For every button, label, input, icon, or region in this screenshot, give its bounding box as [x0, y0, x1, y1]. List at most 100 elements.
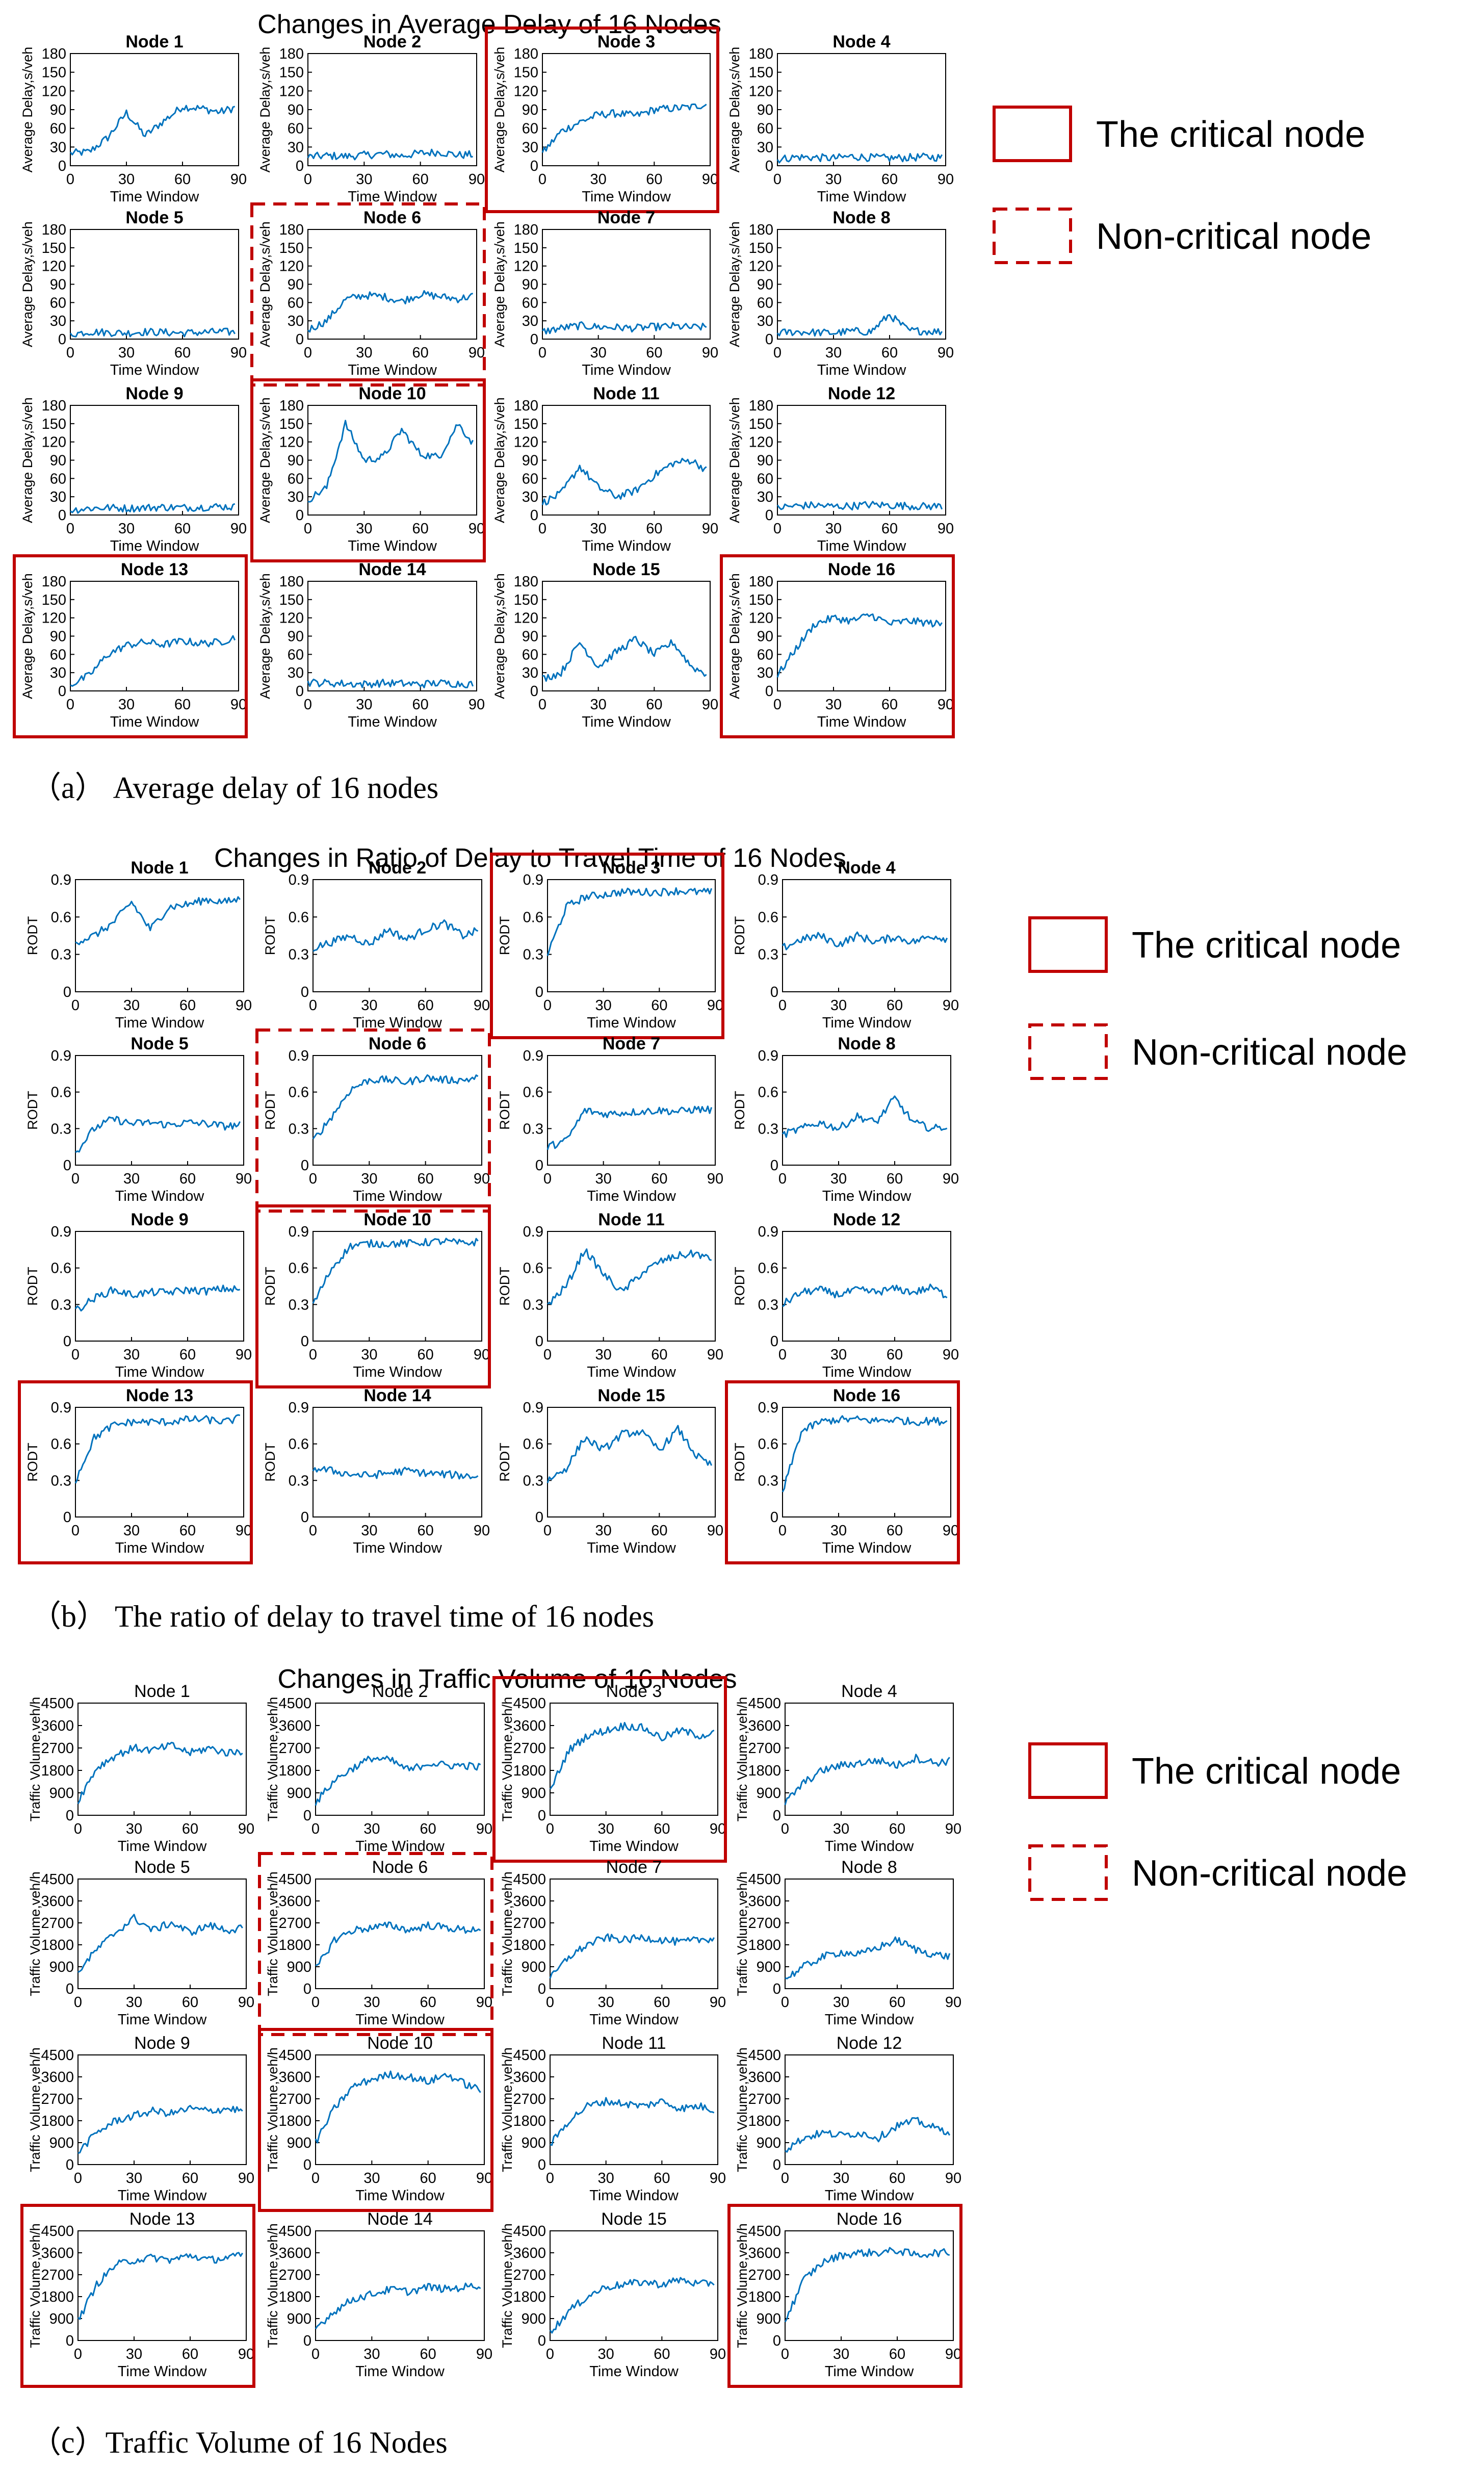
x-tick-label: 90: [476, 1994, 492, 2011]
y-tick-label: 4500: [41, 2223, 74, 2240]
y-tick-label: 150: [42, 240, 66, 256]
x-axis-label: Time Window: [115, 1188, 205, 1204]
x-tick-label: 30: [595, 1523, 612, 1539]
y-axis-label: Traffic Volume,veh/h: [500, 1697, 515, 1822]
x-tick-label: 0: [74, 1821, 82, 1837]
x-tick-label: 60: [654, 2170, 670, 2186]
subplot-title: Node 14: [363, 1386, 431, 1405]
x-tick-label: 60: [654, 2346, 670, 2362]
y-tick-label: 60: [50, 295, 66, 311]
x-tick-label: 30: [830, 1171, 847, 1187]
x-axis-label: Time Window: [348, 189, 437, 205]
y-tick-label: 1800: [748, 1937, 781, 1953]
legend-noncritical-swatch: [1028, 1023, 1108, 1080]
subplot-title: Node 11: [593, 384, 659, 403]
x-axis-label: Time Window: [817, 714, 907, 730]
x-axis-label: Time Window: [822, 1015, 912, 1031]
x-tick-label: 30: [123, 1523, 140, 1539]
x-tick-label: 0: [309, 1171, 317, 1187]
legend-critical-swatch: [1028, 1742, 1108, 1799]
axes-box: [542, 581, 711, 691]
y-tick-label: 0.9: [758, 872, 778, 888]
y-tick-label: 0.3: [758, 947, 778, 963]
y-tick-label: 0.6: [523, 1085, 543, 1101]
y-tick-label: 1800: [748, 2289, 781, 2305]
y-tick-label: 4500: [513, 1871, 546, 1888]
x-tick-label: 0: [71, 997, 80, 1014]
y-tick-label: 1800: [278, 2113, 311, 2129]
series-line: [75, 896, 241, 945]
axes-box: [542, 229, 711, 340]
x-axis-label: Time Window: [817, 189, 907, 205]
x-tick-label: 30: [830, 1347, 847, 1363]
series-line: [784, 1754, 950, 1806]
y-tick-label: 60: [50, 647, 66, 663]
axes-box: [313, 1055, 482, 1166]
x-tick-label: 90: [238, 2170, 254, 2186]
y-tick-label: 150: [42, 416, 66, 432]
y-tick-label: 0: [63, 1509, 71, 1526]
x-tick-label: 90: [938, 521, 954, 537]
x-tick-label: 0: [781, 1821, 789, 1837]
x-tick-label: 90: [476, 2170, 492, 2186]
y-axis-label: Average Delay,s/veh: [727, 47, 742, 173]
critical-node-frame: [20, 2204, 255, 2388]
x-tick-label: 0: [543, 1171, 552, 1187]
y-tick-label: 0: [66, 1981, 74, 1997]
subplot-title: Node 14: [367, 2209, 433, 2229]
y-axis-label: Average Delay,s/veh: [257, 47, 273, 173]
y-tick-label: 60: [288, 295, 304, 311]
y-tick-label: 0.3: [51, 1473, 71, 1489]
x-tick-label: 0: [781, 1994, 789, 2011]
y-tick-label: 900: [757, 1959, 781, 1975]
y-tick-label: 0: [773, 2333, 781, 2349]
y-tick-label: 90: [50, 277, 66, 293]
y-tick-label: 900: [522, 1959, 546, 1975]
series-line: [70, 503, 236, 514]
y-tick-label: 3600: [41, 1893, 74, 1910]
y-tick-label: 0.3: [51, 1121, 71, 1137]
x-tick-label: 30: [825, 171, 842, 188]
series-line: [784, 2247, 950, 2323]
y-tick-label: 0: [765, 331, 773, 348]
y-tick-label: 2700: [278, 2091, 311, 2107]
x-axis-label: Time Window: [587, 1540, 676, 1556]
axes-box: [77, 2230, 247, 2341]
x-tick-label: 90: [943, 997, 959, 1014]
axes-box: [782, 1231, 951, 1342]
x-tick-label: 0: [71, 1347, 80, 1363]
x-tick-label: 60: [881, 171, 898, 188]
y-tick-label: 2700: [748, 2267, 781, 2283]
x-tick-label: 30: [123, 997, 140, 1014]
y-tick-label: 90: [288, 453, 304, 469]
y-tick-label: 120: [749, 83, 773, 99]
y-axis-label: RODT: [732, 916, 747, 956]
y-tick-label: 120: [514, 610, 538, 627]
x-tick-label: 0: [773, 171, 782, 188]
x-tick-label: 0: [773, 521, 782, 537]
x-tick-label: 30: [598, 2346, 614, 2362]
y-tick-label: 30: [50, 665, 66, 681]
x-tick-label: 30: [356, 697, 372, 713]
y-tick-label: 60: [522, 121, 538, 137]
x-tick-label: 30: [118, 521, 135, 537]
x-tick-label: 30: [126, 1994, 142, 2011]
series-line: [315, 1921, 481, 1966]
axes-box: [782, 1055, 951, 1166]
series-line: [315, 1755, 481, 1806]
